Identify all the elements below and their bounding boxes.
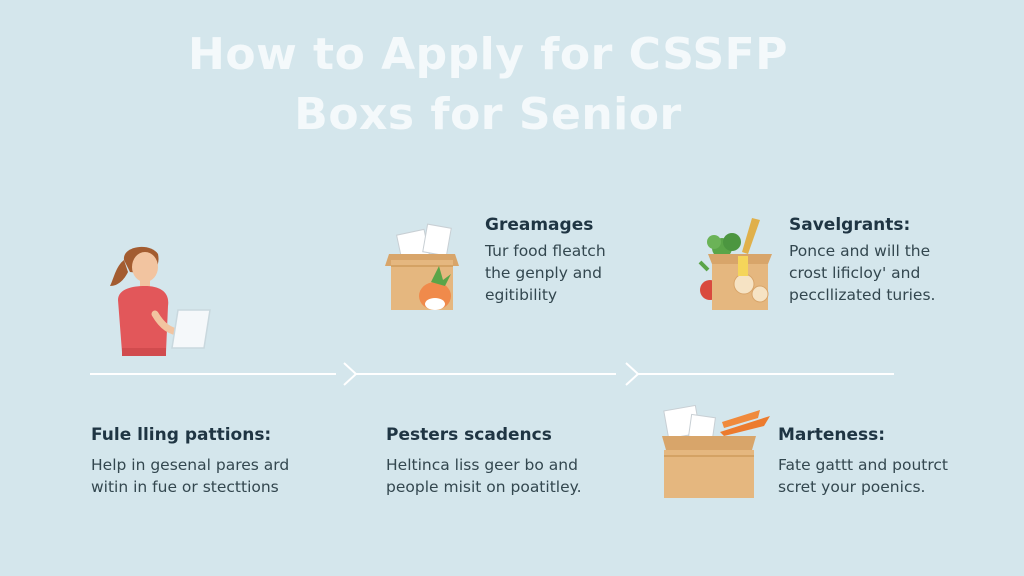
chevron-right-icon: [343, 362, 358, 386]
step-text-top-middle-1: Tur food fleatch: [485, 242, 606, 260]
step-title-bottom-middle: Pesters scadencs: [386, 425, 552, 445]
step-title-top-right: Savelgrants:: [789, 215, 911, 235]
step-text-top-right-1: Ponce and will the: [789, 242, 931, 260]
box-with-papers-and-vegetables-icon: [385, 223, 459, 310]
chevron-right-icon: [625, 362, 640, 386]
step-text-bottom-middle-2: people misit on poatitley.: [386, 478, 582, 496]
step-text-bottom-left-1: Help in gesenal pares ard: [91, 456, 290, 474]
step-text-top-middle-3: egitibility: [485, 286, 558, 304]
step-title-bottom-left: Fule lling pattions:: [91, 425, 272, 445]
step-text-bottom-left-2: witin in fue or stecttions: [91, 478, 279, 496]
step-title-bottom-right: Marteness:: [778, 425, 886, 445]
step-text-top-middle-2: the genply and: [485, 264, 602, 282]
step-text-top-right-2: crost lificloy' and: [789, 264, 921, 282]
box-with-papers-and-carrots-icon: [662, 404, 770, 498]
step-text-bottom-middle-1: Heltinca liss geer bo and: [386, 456, 578, 474]
step-text-bottom-right-2: scret your poenics.: [778, 478, 926, 496]
step-text-bottom-right-1: Fate gattt and poutrct: [778, 456, 948, 474]
box-with-groceries-icon: [698, 218, 772, 310]
page-title-line-1: How to Apply for CSSFP: [188, 29, 788, 80]
step-title-top-middle: Greamages: [485, 215, 594, 235]
step-text-top-right-3: peccllizated turies.: [789, 286, 936, 304]
page-title-line-2: Boxs for Senior: [294, 89, 682, 140]
woman-with-tablet-icon: [110, 246, 211, 356]
timeline: [90, 362, 894, 386]
